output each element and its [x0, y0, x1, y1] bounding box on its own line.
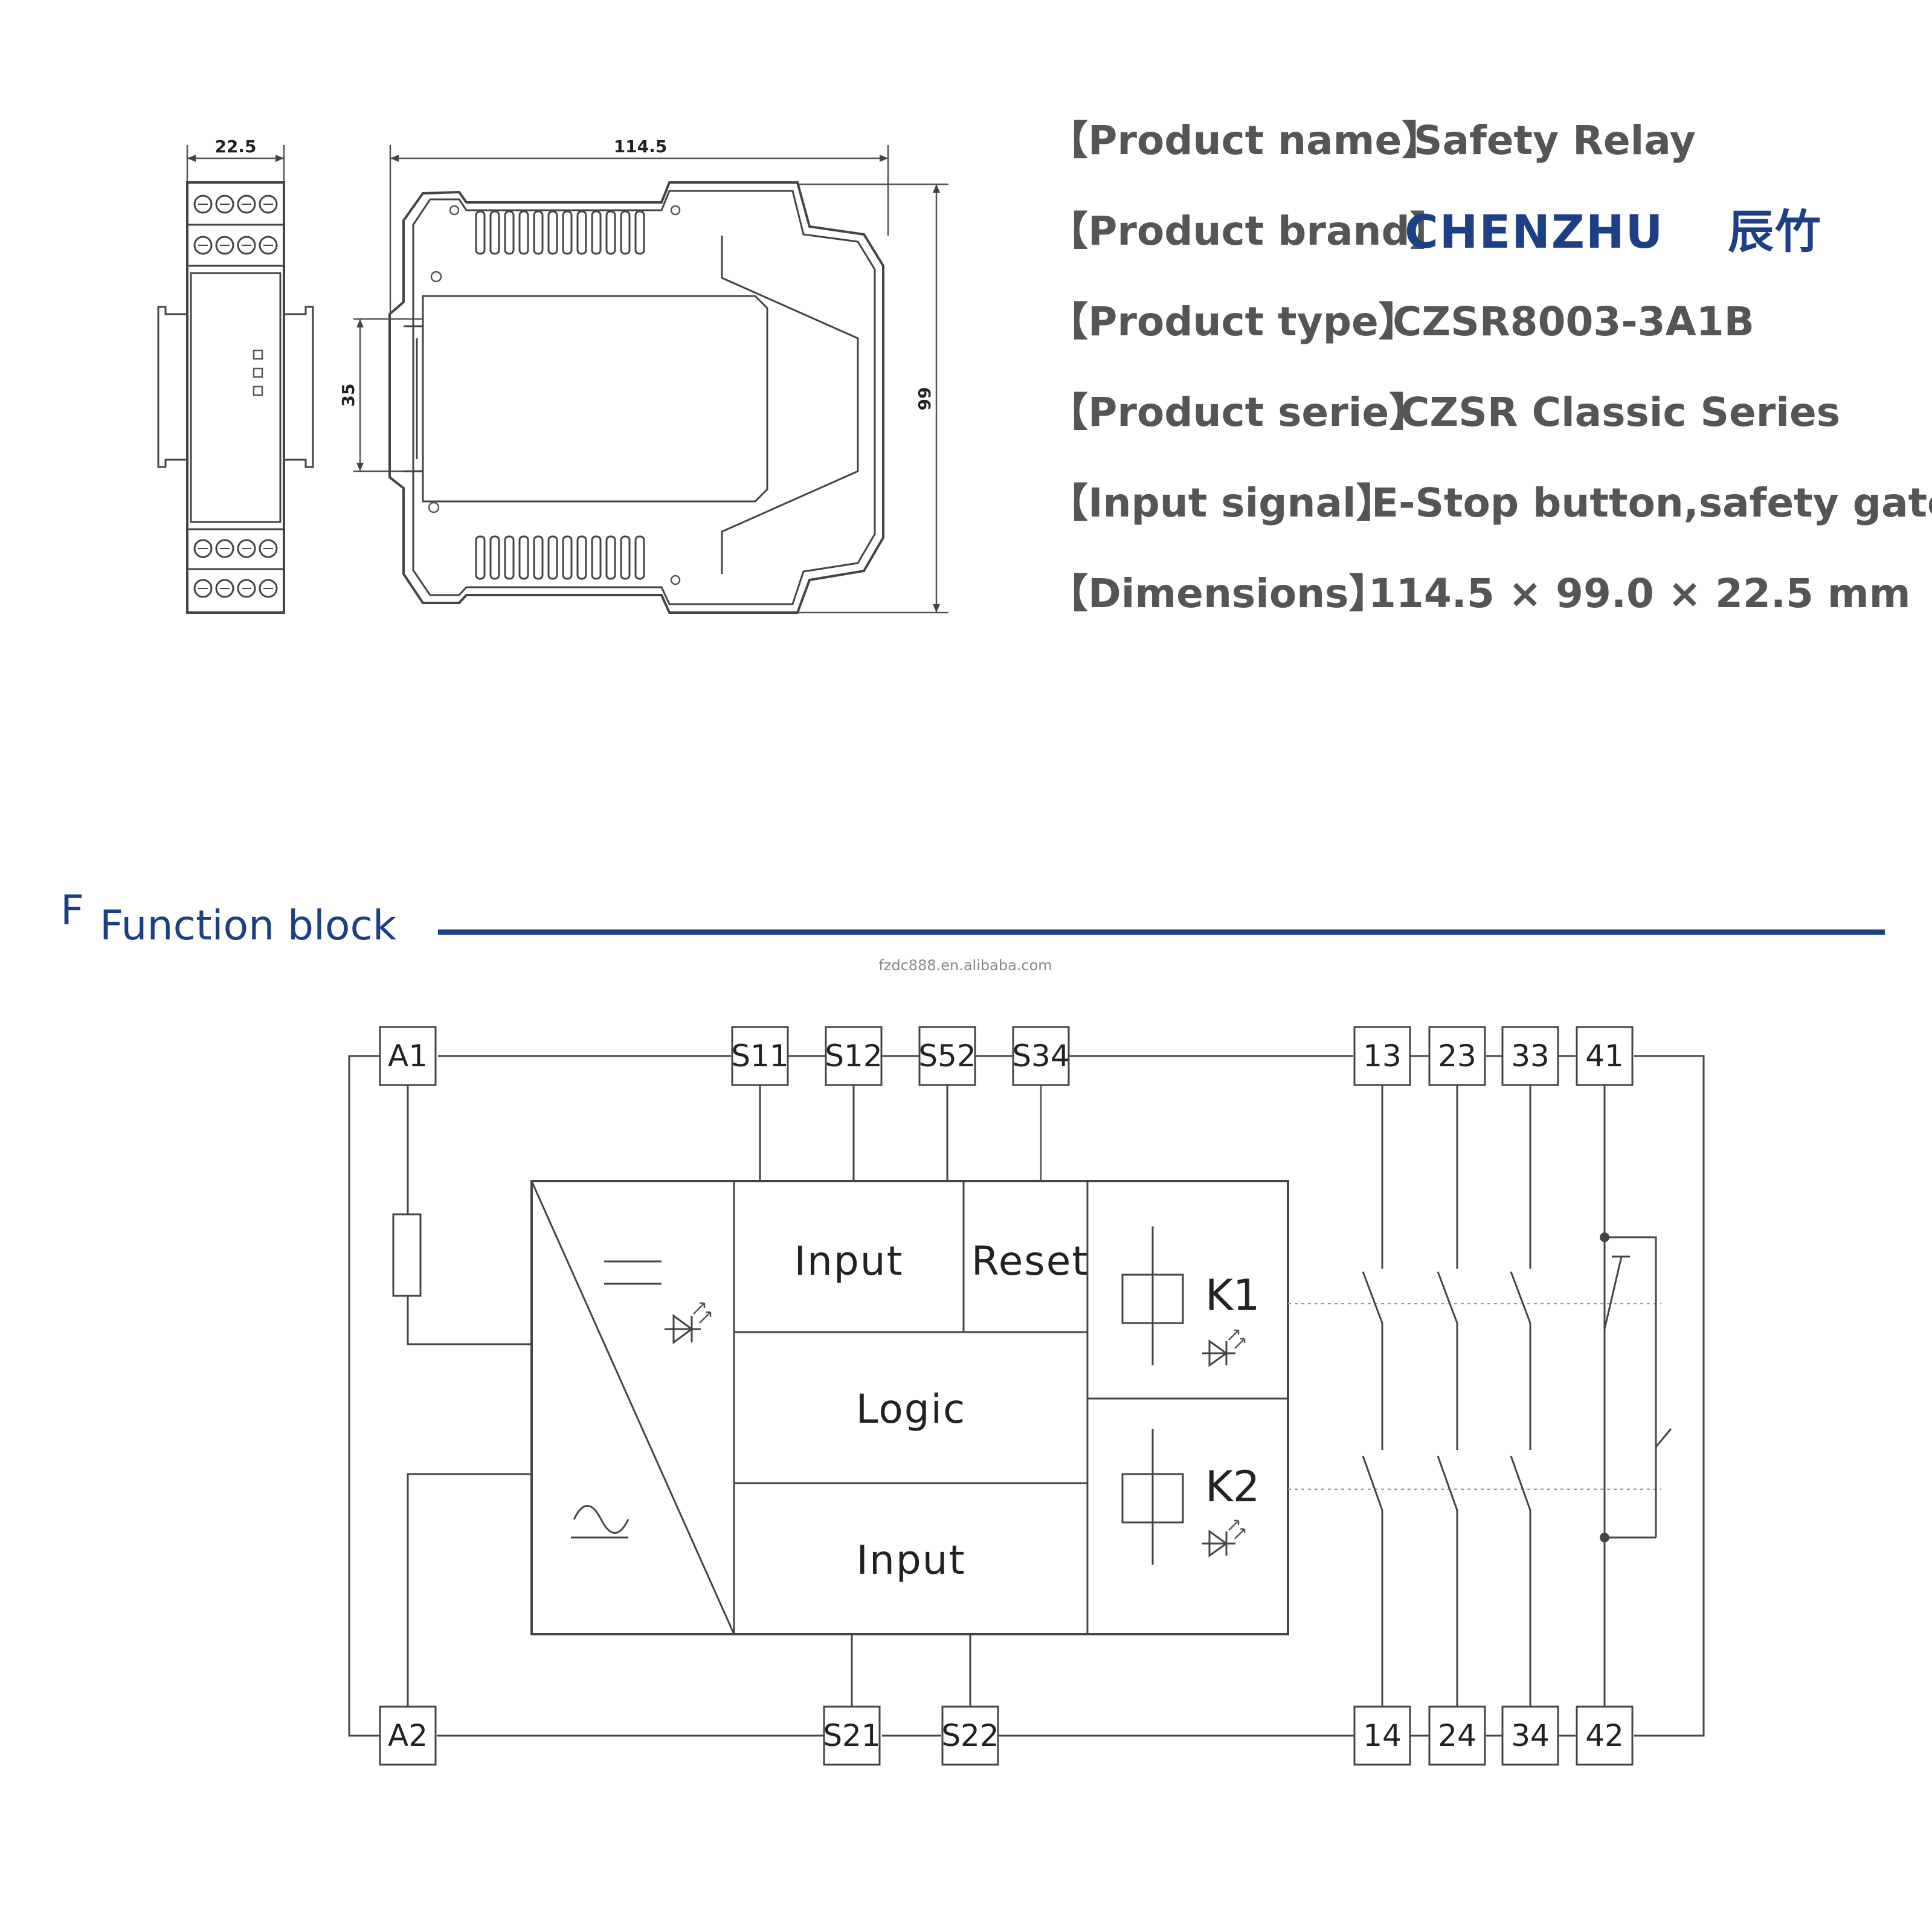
- terminal-42: 42: [1576, 1705, 1634, 1766]
- terminal-a2: A2: [379, 1705, 437, 1766]
- led-icon: [665, 1302, 712, 1344]
- spec-value: CZSR Classic Series: [1400, 389, 1840, 436]
- terminal-23: 23: [1428, 1026, 1486, 1086]
- brand-logo: CHENZHU 辰竹: [1405, 205, 1822, 259]
- watermark: fzdc888.en.alibaba.com: [878, 957, 1052, 974]
- terminal-label: 13: [1363, 1038, 1402, 1074]
- terminal-41: 41: [1576, 1026, 1634, 1086]
- spec-row-product-serie: 【Product serie】 CZSR Classic Series: [1048, 389, 1840, 436]
- brand-chinese: 辰竹: [1728, 205, 1822, 259]
- block-input-top: Input: [794, 1238, 904, 1284]
- terminal-label: S34: [1012, 1038, 1069, 1074]
- terminal-label: S22: [941, 1718, 999, 1753]
- spec-value: E-Stop button,safety gate: [1371, 480, 1932, 526]
- output-contacts: [1362, 1085, 1672, 1707]
- terminal-label: 24: [1438, 1718, 1476, 1753]
- ac-symbol: [571, 1505, 630, 1539]
- dim-height-label: 99: [915, 387, 935, 411]
- spec-label: 【Product brand】: [1048, 208, 1450, 254]
- terminal-s52: S52: [918, 1026, 976, 1086]
- section-marker: F: [60, 887, 84, 935]
- terminal-s22: S22: [941, 1705, 999, 1766]
- spec-row-product-name: 【Product name】 Safety Relay: [1048, 117, 1696, 164]
- spec-list: 【Product name】 Safety Relay 【Product bra…: [1048, 117, 1932, 617]
- spec-label: 【Product serie】: [1048, 389, 1429, 436]
- terminal-label: S11: [731, 1038, 788, 1074]
- relay-k2: K2: [1121, 1429, 1260, 1565]
- dim-width-label: 22.5: [214, 137, 256, 156]
- side-view-drawing: 114.5 99 35: [338, 137, 948, 614]
- relay-label: K1: [1205, 1270, 1260, 1320]
- terminal-label: 41: [1585, 1038, 1624, 1074]
- function-block-header: F Function block: [60, 887, 1885, 950]
- spec-value: CZSR8003-3A1B: [1393, 298, 1754, 345]
- terminal-label: A1: [388, 1038, 428, 1074]
- terminal-a1: A1: [379, 1026, 437, 1086]
- terminal-s11: S11: [731, 1026, 789, 1086]
- block-input-bottom: Input: [857, 1537, 966, 1583]
- spec-value: Safety Relay: [1414, 117, 1696, 164]
- terminal-s34: S34: [1012, 1026, 1070, 1086]
- section-title: Function block: [100, 902, 397, 950]
- relay-label: K2: [1205, 1462, 1260, 1512]
- terminal-33: 33: [1501, 1026, 1559, 1086]
- spec-label: 【Input signal】: [1048, 480, 1396, 526]
- terminal-24: 24: [1428, 1705, 1486, 1766]
- dim-depth-label: 114.5: [614, 137, 668, 156]
- spec-row-dimensions: 【Dimensions】 114.5 × 99.0 × 22.5 mm: [1048, 570, 1910, 617]
- terminal-34: 34: [1501, 1705, 1559, 1766]
- spec-row-input-signal: 【Input signal】 E-Stop button,safety gate: [1048, 480, 1932, 526]
- terminals-bottom: A2 S21 S22 14 24 34 42: [379, 1705, 1634, 1766]
- block-logic: Logic: [856, 1386, 967, 1432]
- terminal-label: 33: [1511, 1038, 1550, 1074]
- dim-rail-label: 35: [338, 384, 358, 407]
- function-block-diagram: Input Reset Logic Input K1 K2: [348, 1026, 1705, 1766]
- front-view-drawing: 22.5: [157, 137, 314, 614]
- terminal-label: S52: [918, 1038, 976, 1074]
- spec-value: 114.5 × 99.0 × 22.5 mm: [1368, 570, 1910, 617]
- terminal-label: S12: [825, 1038, 882, 1074]
- terminal-label: 42: [1585, 1718, 1624, 1753]
- relay-k1: K1: [1121, 1226, 1260, 1367]
- spec-row-product-type: 【Product type】 CZSR8003-3A1B: [1048, 298, 1754, 345]
- spec-row-product-brand: 【Product brand】 CHENZHU 辰竹: [1048, 205, 1822, 259]
- terminal-13: 13: [1353, 1026, 1411, 1086]
- led-icon: [1202, 1329, 1246, 1367]
- block-reset: Reset: [971, 1238, 1089, 1284]
- terminal-label: 14: [1363, 1718, 1402, 1753]
- dc-symbol: [604, 1260, 662, 1285]
- terminal-label: A2: [388, 1718, 428, 1753]
- spec-label: 【Dimensions】: [1048, 570, 1388, 617]
- terminal-label: 23: [1438, 1038, 1476, 1074]
- spec-label: 【Product name】: [1048, 117, 1441, 164]
- terminals-top: A1 S11 S12 S52 S34 13 23 33 41: [379, 1026, 1634, 1086]
- terminal-label: 34: [1511, 1718, 1550, 1753]
- led-icon: [1202, 1519, 1246, 1557]
- terminal-s21: S21: [823, 1705, 881, 1766]
- spec-label: 【Product type】: [1048, 298, 1418, 345]
- brand-latin: CHENZHU: [1405, 205, 1664, 259]
- terminal-14: 14: [1353, 1705, 1411, 1766]
- terminal-label: S21: [823, 1718, 880, 1753]
- terminal-s12: S12: [825, 1026, 883, 1086]
